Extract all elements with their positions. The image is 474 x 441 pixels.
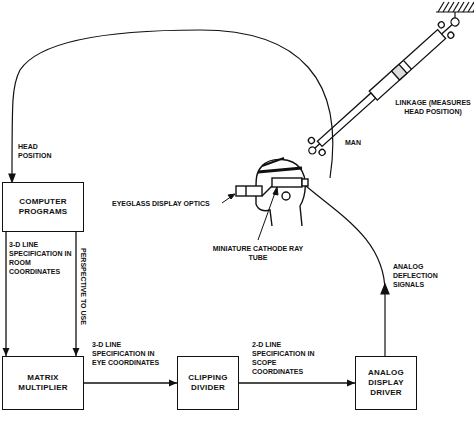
annotation-label: MAN <box>345 138 375 147</box>
edge-label: 3-D LINE SPECIFICATION IN EYE COORDINATE… <box>92 340 164 367</box>
box-text: CLIPPING DIVIDER <box>181 373 235 393</box>
process-box: COMPUTER PROGRAMS <box>2 182 84 232</box>
annotation-label: ANALOG DEFLECTION SIGNALS <box>393 262 463 289</box>
box-text: MATRIX MULTIPLIER <box>6 373 80 393</box>
box-text: ANALOG DISPLAY DRIVER <box>359 368 413 398</box>
annotation-label: HEAD POSITION <box>18 142 58 160</box>
annotation-label: MINIATURE CATHODE RAY TUBE <box>210 244 306 262</box>
process-box: MATRIX MULTIPLIER <box>2 356 84 410</box>
box-text: COMPUTER PROGRAMS <box>6 197 80 217</box>
annotation-label: LINKAGE (MEASURES HEAD POSITION) <box>395 98 471 116</box>
leader-line <box>222 187 278 240</box>
process-box: CLIPPING DIVIDER <box>177 356 239 410</box>
process-box: ANALOG DISPLAY DRIVER <box>355 356 417 410</box>
linkage-arm <box>302 11 465 161</box>
man-head <box>236 158 308 226</box>
flow-arrow <box>84 380 177 387</box>
edge-label: 3-D LINE SPECIFICATION IN ROOM COORDINAT… <box>9 240 73 276</box>
ceiling-mount <box>436 2 474 20</box>
deflection-signal-line <box>306 186 389 356</box>
annotation-label: EYEGLASS DISPLAY OPTICS <box>112 199 222 208</box>
flow-arrow <box>239 380 355 387</box>
edge-label: PERSPECTIVE TO USE <box>79 248 88 325</box>
edge-label: 2-D LINE SPECIFICATION IN SCOPE COORDINA… <box>252 340 324 376</box>
